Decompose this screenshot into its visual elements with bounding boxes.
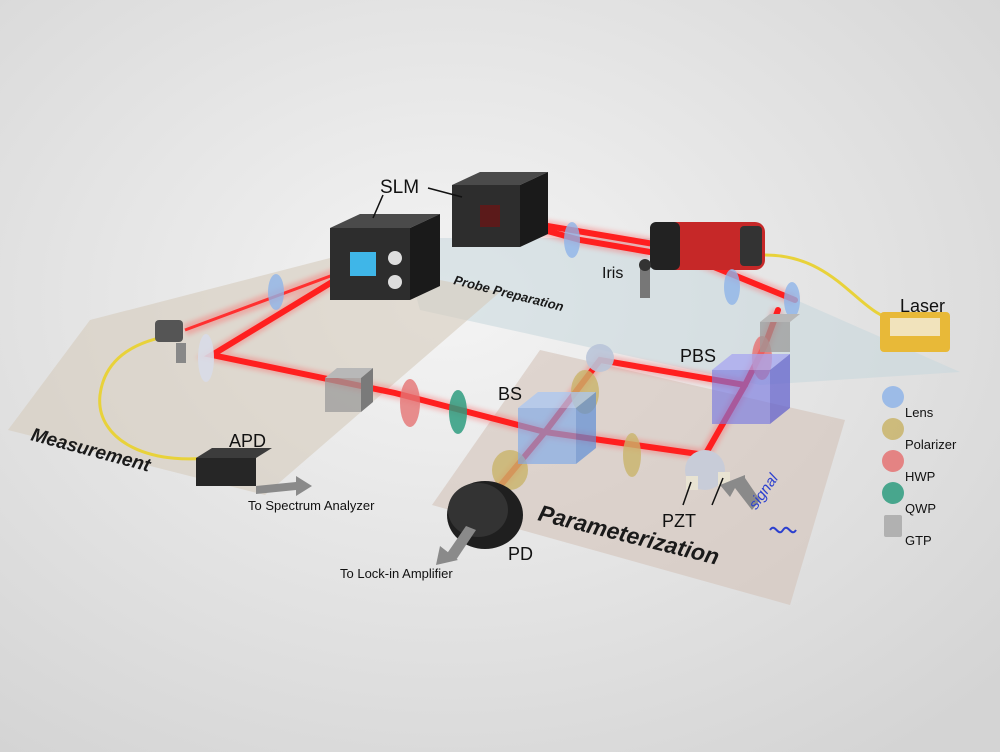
legend-label: QWP [905,501,936,516]
iris [639,259,651,298]
apd-detector [196,448,312,496]
label-to-spectrum-analyzer: To Spectrum Analyzer [248,498,375,513]
legend-item-polarizer: Polarizer [882,418,957,452]
lens-icon [882,386,904,408]
label-pzt: PZT [662,511,696,531]
pd-detector [436,481,523,565]
gtp-icon [884,515,902,537]
signal-arrow [720,475,760,510]
pbs-cube [712,354,790,424]
label-to-lock-in-amplifier: To Lock-in Amplifier [340,566,453,581]
bs-cube [518,392,596,464]
label-iris: Iris [602,265,623,282]
apd-fiber [98,333,229,461]
probe-preparation-plate [400,238,960,385]
polarizer-2 [623,433,641,477]
laser-head [650,222,680,270]
slm-pointer-1 [372,194,384,219]
gtp-cube-2 [760,314,800,352]
lens-probe-1 [564,222,580,258]
legend-item-lens: Lens [882,386,934,420]
legend-item-hwp: HWP [882,450,935,484]
qwp-icon [882,482,904,504]
lens-measurement [268,274,284,310]
lens-probe-2 [724,269,740,305]
mirror-measurement [198,334,214,382]
label-pbs: PBS [680,346,716,366]
hwp-icon [882,450,904,472]
slm-main [330,214,440,300]
laser-end-cap [740,226,762,266]
slm-screen [350,252,376,276]
slm-top [452,172,548,247]
legend-item-gtp: GTP [884,515,932,548]
slm-pointer-2 [427,187,463,198]
label-apd: APD [229,431,266,451]
gtp-cube-1 [325,368,373,412]
legend-label: Polarizer [905,437,957,452]
signal-waveform-icon [769,526,797,534]
label-slm: SLM [380,177,419,198]
hwp-1 [400,379,420,427]
legend-label: GTP [905,533,932,548]
pzt-block-1 [686,476,698,490]
label-bs: BS [498,384,522,404]
legend-label: Lens [905,405,934,420]
legend-label: HWP [905,469,935,484]
qwp-1 [449,390,467,434]
lens-probe-3 [784,282,800,318]
laser-source [650,222,950,352]
pzt-pointer-2 [711,477,724,506]
pzt-pointer-1 [682,481,692,506]
beam-bs-to-slm [203,262,548,435]
fiber-coupler [155,320,186,363]
label-pd: PD [508,544,533,564]
measurement-plate [8,258,500,495]
label-laser: Laser [900,296,945,316]
mirror-pbs-arm [586,344,614,372]
polarizer-icon [882,418,904,440]
legend-item-qwp: QWP [882,482,936,516]
